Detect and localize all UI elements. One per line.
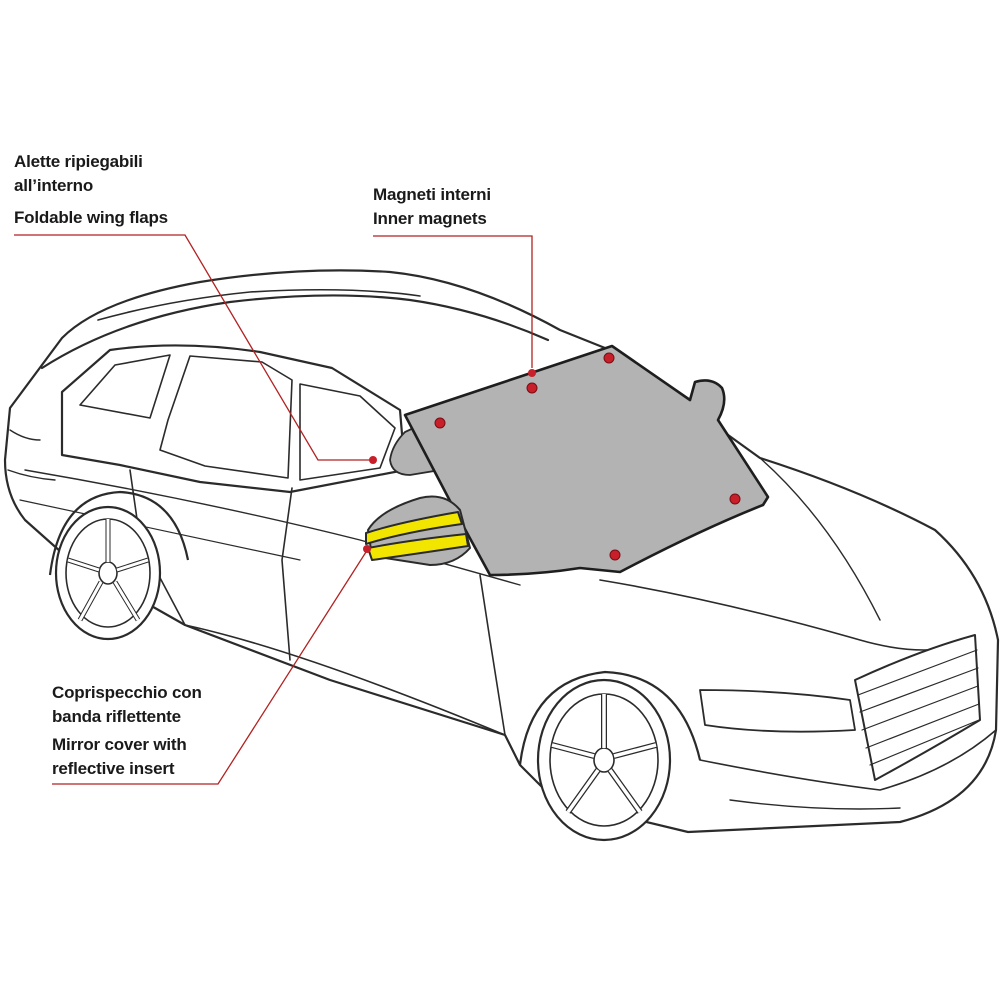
rear-wheel (48, 490, 190, 641)
windscreen-cover (403, 344, 770, 577)
leader-line-magnets (373, 235, 533, 368)
callout-mirror-en-line2: reflective insert (52, 759, 175, 778)
callout-mirror-en-line1: Mirror cover with (52, 735, 187, 754)
leader-lines (14, 234, 533, 785)
magnet-dot (603, 352, 615, 364)
callout-wing-flaps: Alette ripiegabili all’interno Foldable … (14, 150, 168, 230)
leader-line-flaps (14, 234, 373, 461)
leader-endpoints (363, 369, 536, 553)
magnet-dots (434, 352, 741, 561)
magnet-dot (526, 382, 538, 394)
reflective-band (367, 533, 469, 561)
reflective-band (365, 511, 463, 545)
leader-endpoint (369, 456, 377, 464)
callout-wing-flaps-en: Foldable wing flaps (14, 208, 168, 227)
leader-endpoint (363, 545, 371, 553)
callout-wing-flaps-it-line2: all’interno (14, 176, 94, 195)
callout-magnets: Magneti interni Inner magnets (373, 183, 491, 231)
leader-line-mirror (52, 551, 367, 785)
callout-magnets-en: Inner magnets (373, 209, 487, 228)
magnet-dot (729, 493, 741, 505)
leader-endpoint (528, 369, 536, 377)
mirror-cover (365, 495, 471, 566)
magnet-dot (609, 549, 621, 561)
callout-mirror-it-line2: banda riflettente (52, 707, 181, 726)
callout-wing-flaps-it-line1: Alette ripiegabili (14, 152, 143, 171)
front-wheel (518, 670, 702, 842)
callout-mirror-it-line1: Coprispecchio con (52, 683, 202, 702)
callout-magnets-it: Magneti interni (373, 185, 491, 204)
magnet-dot (434, 417, 446, 429)
wing-flap (389, 423, 442, 476)
grille (854, 634, 981, 781)
callout-mirror-cover: Coprispecchio con banda riflettente Mirr… (52, 681, 202, 781)
